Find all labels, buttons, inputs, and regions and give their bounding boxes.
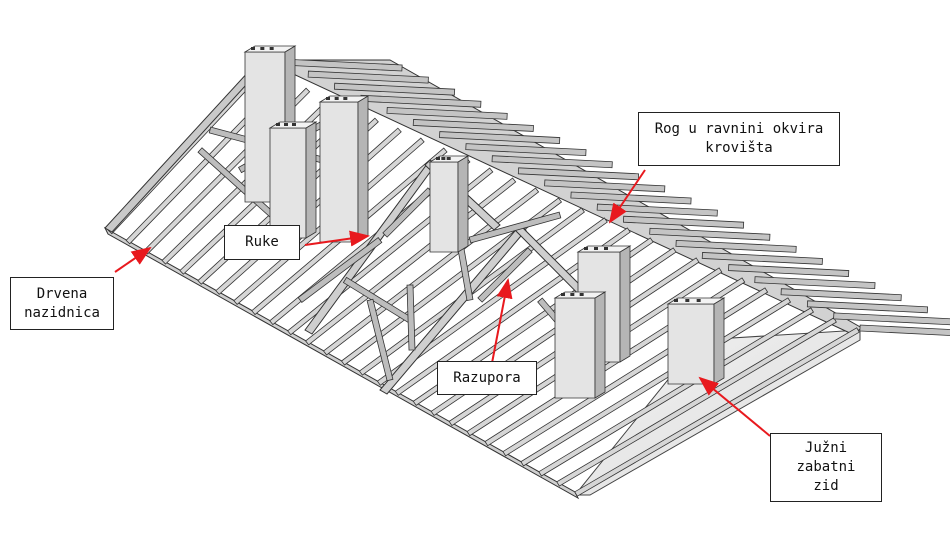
batten (517, 167, 640, 181)
chimney-flue (594, 247, 598, 250)
strut (477, 247, 533, 303)
batten (806, 300, 929, 314)
arrow-razupora (491, 278, 513, 364)
batten (701, 252, 823, 265)
batten (649, 227, 771, 241)
strut (297, 237, 383, 303)
chimney-flue (326, 97, 330, 100)
arrow-rog (608, 169, 646, 224)
batten (465, 143, 587, 157)
chimney-flue (561, 293, 565, 296)
batten (728, 264, 850, 277)
batten (780, 288, 902, 302)
rafter (574, 327, 860, 497)
chimney-flue (446, 157, 451, 160)
chimney-front (429, 161, 459, 253)
chimney-side (594, 291, 606, 399)
batten (386, 106, 508, 120)
batten (307, 70, 429, 84)
rafter (394, 227, 631, 396)
batten (754, 276, 876, 290)
chimney-flue (685, 299, 690, 302)
batten (333, 82, 456, 96)
chimney-side (305, 121, 317, 239)
batten (412, 119, 534, 132)
chimney-flue (251, 47, 255, 50)
chimney-side (457, 155, 469, 253)
chimney-flue (570, 293, 575, 296)
chimney-flue (584, 247, 588, 250)
chimney-side (713, 297, 725, 385)
battens (281, 58, 950, 336)
strut (382, 187, 433, 238)
chimney-flue (579, 293, 584, 296)
label-drvena-nazidnica: Drvena nazidnica (10, 277, 114, 330)
label-rog: Rog u ravnini okvira krovišta (638, 112, 840, 166)
chimney-flue (276, 123, 280, 126)
arrow-juzni-zabatni-zid (698, 376, 771, 437)
chimney-flue (269, 47, 274, 50)
strut (468, 211, 562, 244)
chimney-flue (343, 97, 348, 100)
label-razupora: Razupora (437, 361, 537, 395)
batten (596, 203, 718, 217)
batten (544, 179, 666, 193)
chimneys (243, 45, 726, 399)
strut (406, 284, 416, 351)
label-juzni-zabatni-zid: Južni zabatni zid (770, 433, 882, 502)
batten (570, 191, 692, 205)
chimney-side (619, 245, 631, 363)
label-ruke: Ruke (224, 225, 300, 260)
label-rog-line1: Rog u ravnini okvira (654, 121, 824, 137)
label-drvena-nazidnica-line2: nazidnica (24, 304, 100, 321)
batten (833, 312, 950, 326)
chimney-flue (674, 299, 678, 302)
chimney-flue (334, 97, 339, 100)
batten (491, 155, 613, 169)
arrow-ruke (304, 230, 370, 247)
label-drvena-nazidnica-line1: Drvena (36, 285, 88, 302)
diagonal-frame-2 (379, 224, 527, 395)
label-razupora-line1: Razupora (453, 369, 521, 386)
chimney-flue (604, 247, 608, 250)
chimney-front (667, 303, 715, 385)
rafter (340, 197, 563, 366)
chimney-side (357, 95, 369, 243)
chimney-flue (441, 157, 446, 160)
chimney-front (319, 101, 359, 243)
batten (439, 131, 561, 144)
chimney-flue (260, 47, 265, 50)
batten (675, 239, 797, 253)
chimney-front (269, 127, 307, 239)
label-juzni-zabatni-zid-line3: zid (813, 478, 839, 494)
chimney-flue (284, 123, 288, 126)
label-juzni-zabatni-zid-line2: zabatni (796, 459, 856, 475)
chimney-flue (696, 299, 701, 302)
label-rog-line2: krovišta (705, 140, 773, 156)
batten (859, 324, 950, 336)
label-ruke-line1: Ruke (245, 234, 279, 250)
chimney-front (554, 297, 596, 399)
label-juzni-zabatni-zid-line1: Južni (804, 440, 848, 456)
chimney-flue (292, 123, 296, 126)
chimney-flue (436, 157, 440, 160)
arrow-drvena-nazidnica (114, 246, 152, 273)
strut (366, 298, 394, 382)
north-gable-edge (104, 69, 257, 233)
